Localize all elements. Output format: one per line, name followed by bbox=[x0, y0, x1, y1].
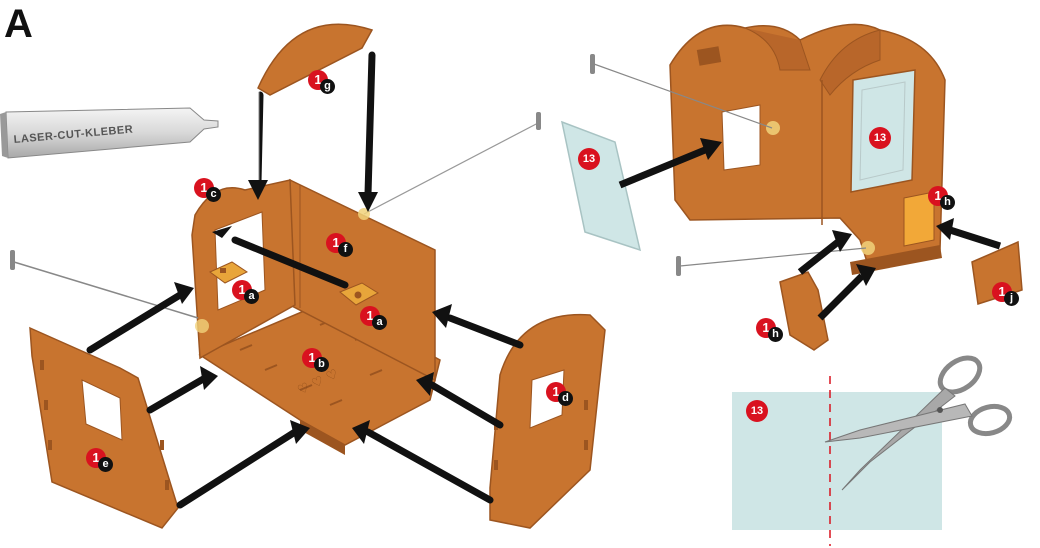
callout-number: 13 bbox=[578, 148, 600, 170]
bracket-parts bbox=[209, 261, 379, 306]
right-side-panel bbox=[489, 313, 606, 529]
front-panel bbox=[191, 179, 296, 360]
callout-letter: f bbox=[338, 242, 353, 257]
callout-letter: h bbox=[940, 195, 955, 210]
callout-number: 13 bbox=[746, 400, 768, 422]
pin-right bbox=[358, 112, 541, 220]
callout-letter: a bbox=[244, 289, 259, 304]
scissors-icon bbox=[824, 355, 1013, 491]
callout-letter: d bbox=[558, 391, 573, 406]
pin-left bbox=[10, 250, 199, 319]
left-side-panel bbox=[29, 326, 179, 529]
callout-letter: j bbox=[1004, 291, 1019, 306]
glass-pane bbox=[560, 120, 642, 252]
callout-letter: b bbox=[314, 357, 329, 372]
callout-letter: a bbox=[372, 315, 387, 330]
callout-number: 13 bbox=[869, 127, 891, 149]
assembly-arrows-right bbox=[618, 138, 1002, 321]
pins-right-assembly bbox=[590, 54, 867, 276]
part-h bbox=[779, 271, 829, 351]
callout-letter: g bbox=[320, 79, 335, 94]
glue-tube: LASER-CUT-KLEBER bbox=[0, 107, 219, 159]
callout-letter: h bbox=[768, 327, 783, 342]
callout-letter: e bbox=[98, 457, 113, 472]
roof-panel bbox=[257, 23, 374, 96]
callout-letter: c bbox=[206, 187, 221, 202]
assembly-arrows-left bbox=[86, 51, 524, 509]
step-label: A bbox=[4, 2, 33, 46]
